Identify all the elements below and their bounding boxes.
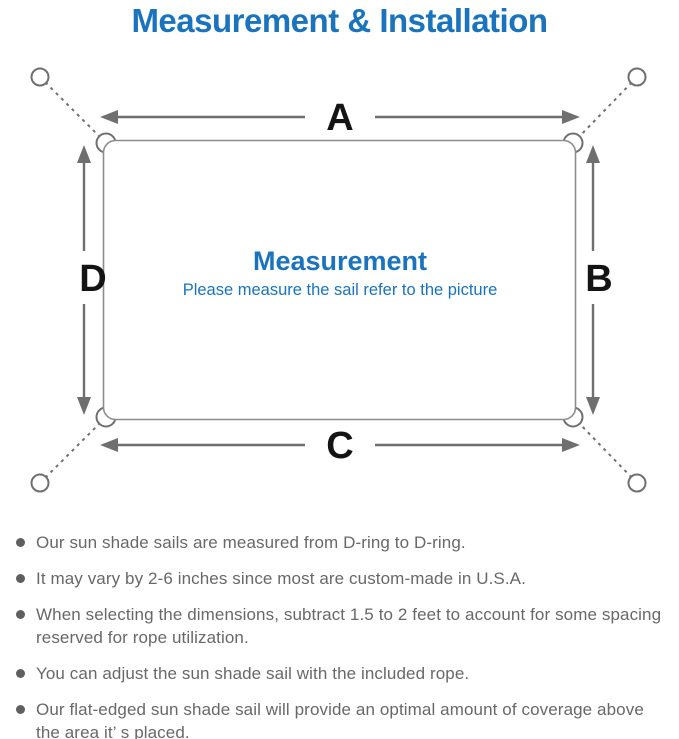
bullet-icon <box>16 669 25 678</box>
dimension-arrow-d: D <box>77 145 107 415</box>
dimension-label-a: A <box>326 97 353 139</box>
dashed-line-top-right <box>574 76 638 142</box>
anchor-ring-icon-top-left <box>30 67 50 87</box>
bullet-icon <box>16 574 25 583</box>
dimension-arrow-a: A <box>100 97 580 139</box>
dimension-arrow-c: C <box>100 425 580 467</box>
measurement-diagram: A C D B Measurement Please meas <box>30 67 647 493</box>
bullet-icon <box>16 610 25 619</box>
dimension-label-c: C <box>326 425 353 467</box>
anchor-ring-icon-bottom-left <box>30 473 50 493</box>
diagram-center-title: Measurement <box>253 246 427 276</box>
note-item: Our flat-edged sun shade sail will provi… <box>14 698 671 739</box>
note-text: When selecting the dimensions, subtract … <box>36 605 662 647</box>
bullet-icon <box>16 538 25 547</box>
dashed-line-top-left <box>39 76 105 142</box>
anchor-ring-icon-top-right <box>627 67 647 87</box>
note-text: It may vary by 2-6 inches since most are… <box>36 569 526 588</box>
sail-rectangle <box>102 139 577 421</box>
bullet-icon <box>16 705 25 714</box>
note-item: Our sun shade sails are measured from D-… <box>14 531 671 554</box>
note-item: You can adjust the sun shade sail with t… <box>14 662 671 685</box>
diagram-center-subtitle: Please measure the sail refer to the pic… <box>183 281 498 299</box>
dashed-line-bottom-right <box>574 418 638 484</box>
note-item: It may vary by 2-6 inches since most are… <box>14 567 671 590</box>
notes-list: Our sun shade sails are measured from D-… <box>14 531 671 739</box>
dashed-line-bottom-left <box>39 418 105 484</box>
note-item: When selecting the dimensions, subtract … <box>14 603 671 649</box>
note-text: Our sun shade sails are measured from D-… <box>36 533 466 552</box>
page-title: Measurement & Installation <box>131 2 548 39</box>
dimension-arrow-b: B <box>585 145 613 415</box>
dimension-label-b: B <box>585 258 612 300</box>
dimension-label-d: D <box>79 258 106 300</box>
note-text: Our flat-edged sun shade sail will provi… <box>36 700 644 739</box>
note-text: You can adjust the sun shade sail with t… <box>36 664 470 683</box>
anchor-ring-icon-bottom-right <box>627 473 647 493</box>
